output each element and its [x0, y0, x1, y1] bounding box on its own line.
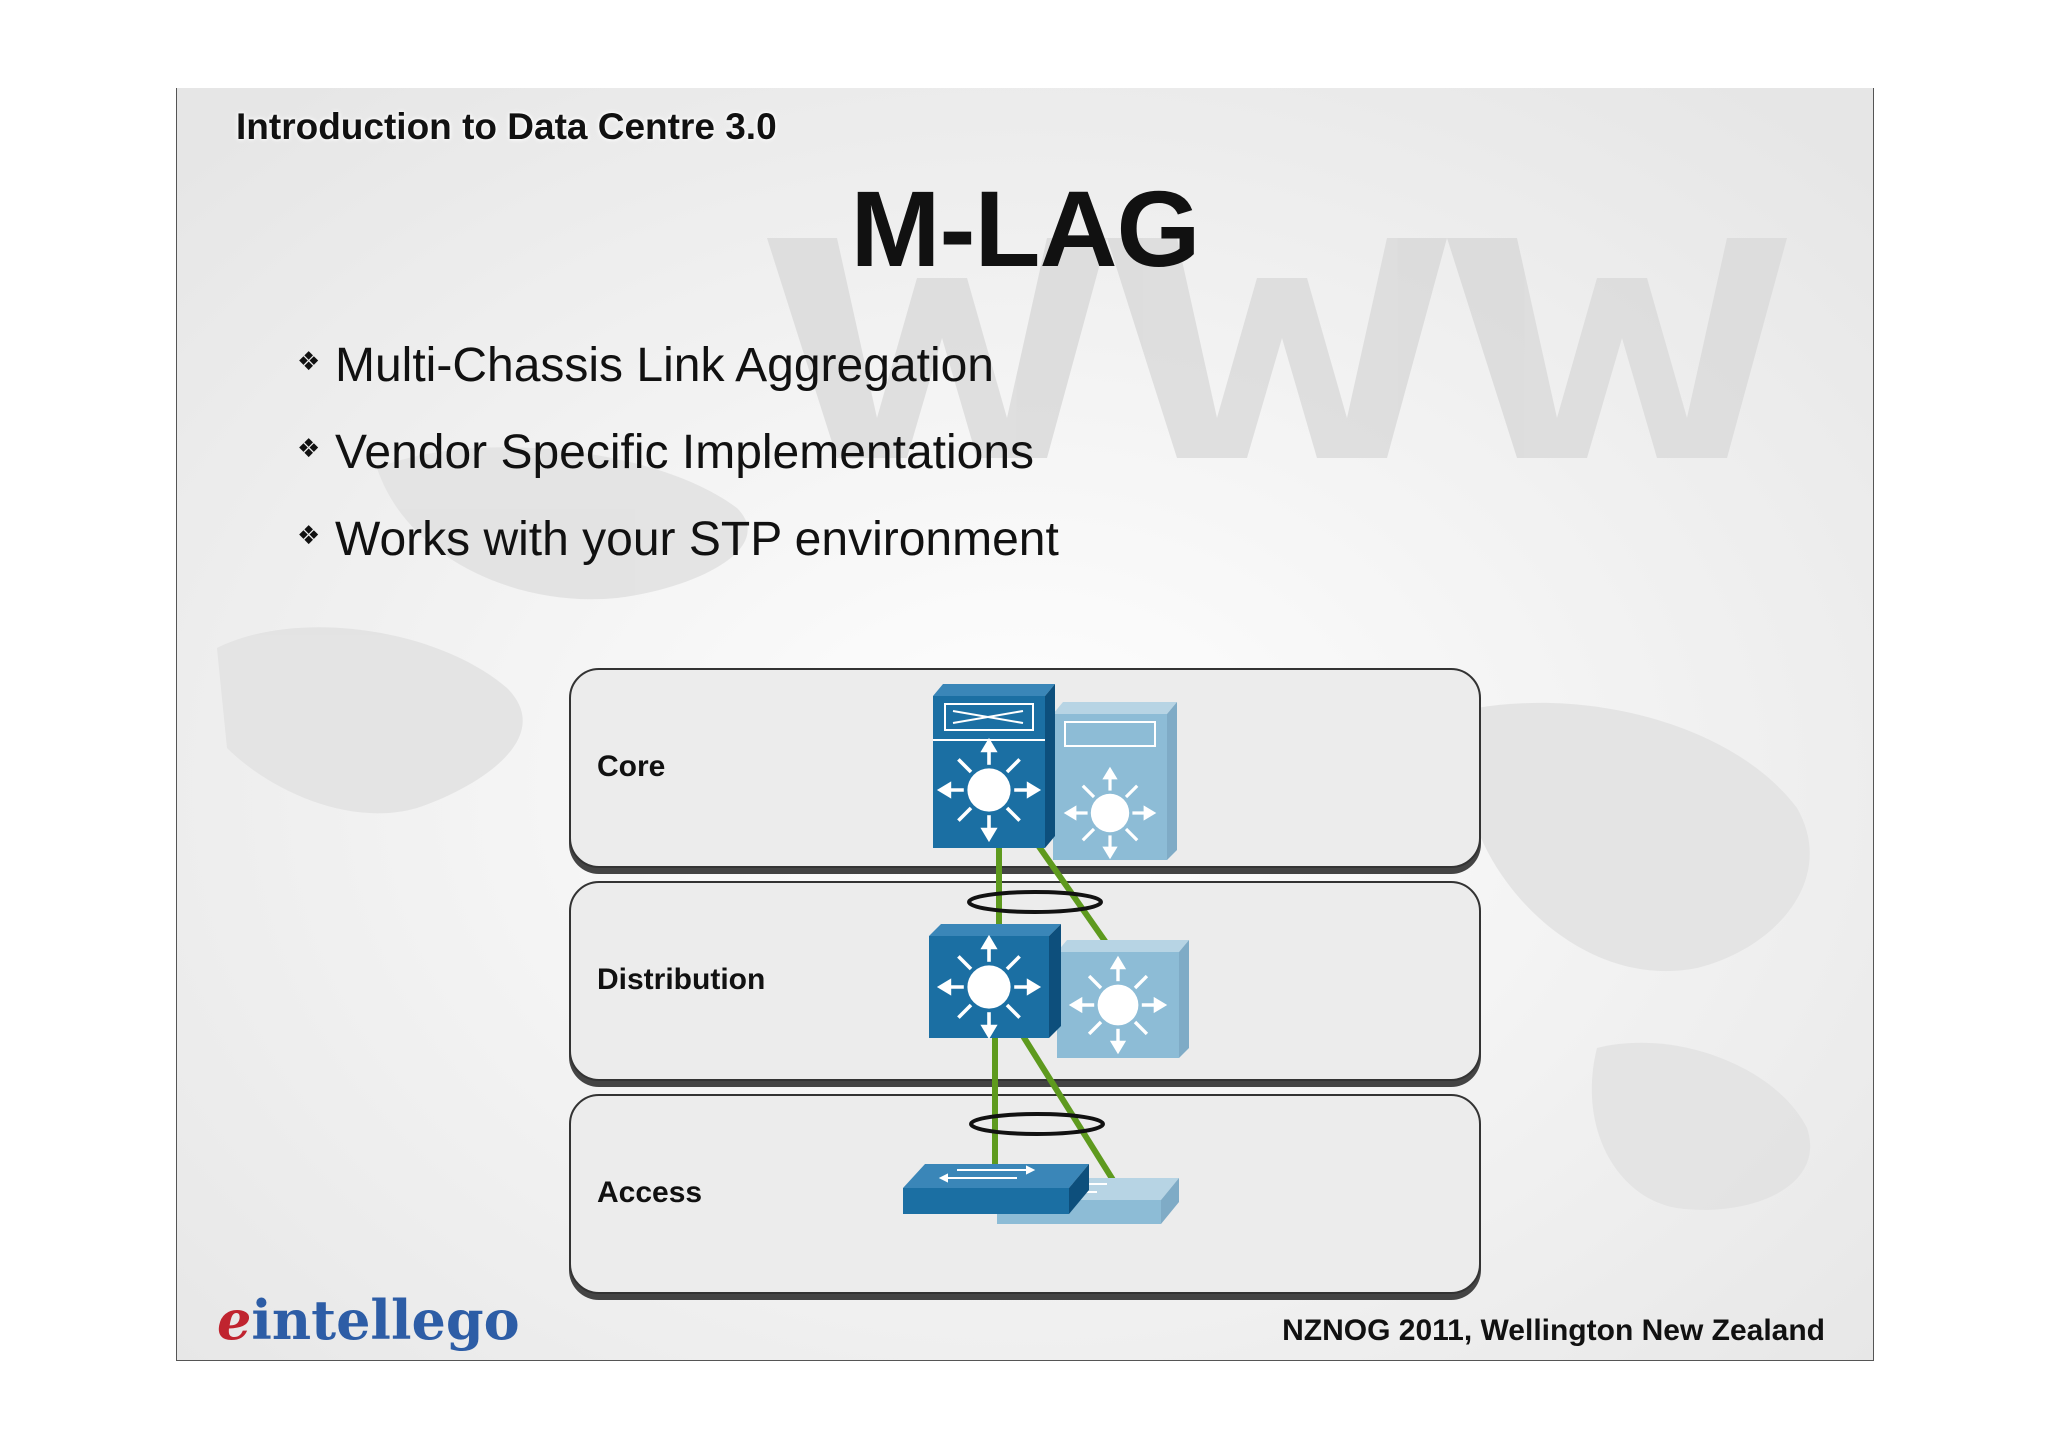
- logo-text: eintellego: [217, 1288, 520, 1352]
- access-layer-label: Access: [597, 1176, 703, 1209]
- core-layer-box: Core: [569, 668, 1481, 868]
- core-layer-label: Core: [597, 750, 666, 783]
- bullet-text: Works with your STP environment: [335, 513, 1059, 566]
- distribution-layer-label: Distribution: [597, 963, 766, 996]
- bullet-text: Multi-Chassis Link Aggregation: [335, 339, 994, 392]
- slide: Introduction to Data Centre 3.0 M-LAG ❖ …: [176, 88, 1874, 1361]
- presentation-header: Introduction to Data Centre 3.0: [236, 106, 777, 147]
- bullet-text: Vendor Specific Implementations: [335, 426, 1035, 479]
- access-layer-box: Access: [569, 1094, 1481, 1294]
- slide-title: M-LAG: [850, 168, 1201, 289]
- company-logo: eintellego: [217, 1288, 520, 1358]
- bullet-diamond-icon: ❖: [297, 520, 321, 550]
- distribution-layer-box: Distribution: [569, 881, 1481, 1081]
- bullet-diamond-icon: ❖: [297, 346, 321, 376]
- bullet-diamond-icon: ❖: [297, 433, 321, 463]
- footer-event-label: NZNOG 2011, Wellington New Zealand: [1282, 1314, 1825, 1347]
